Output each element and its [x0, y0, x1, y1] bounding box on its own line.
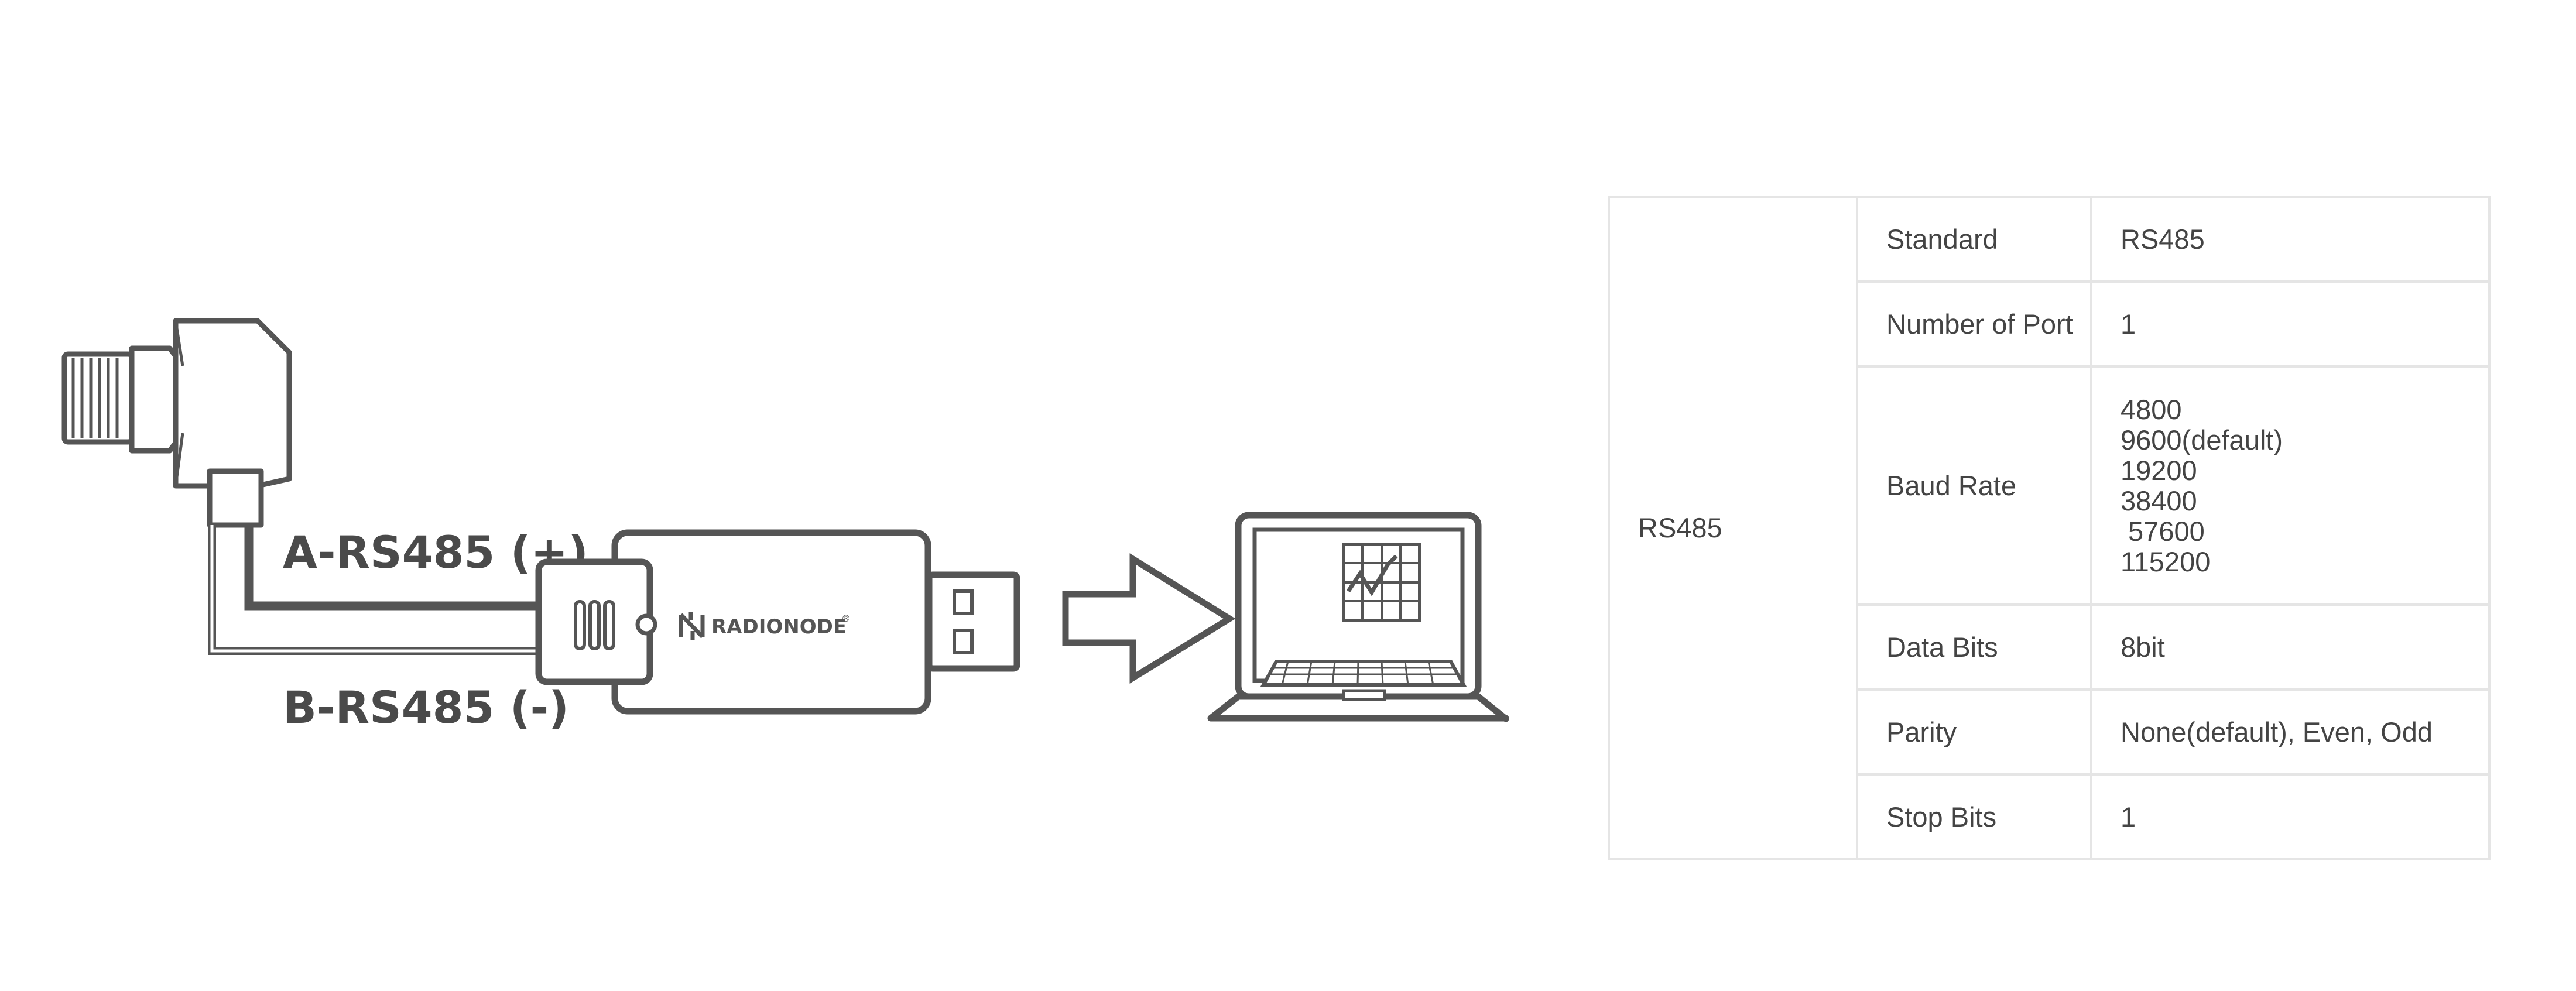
wire-b-label: B-RS485 (-) — [283, 681, 569, 733]
usb-converter-icon: RADIONODE ® — [535, 529, 1020, 715]
spec-label: Stop Bits — [1856, 773, 2092, 860]
sensor-connector-icon — [61, 318, 292, 528]
group-cell: RS485 — [1608, 196, 1858, 860]
spec-label: Standard — [1856, 196, 2092, 283]
spec-value: 1 — [2090, 773, 2491, 860]
baud-rate-option: 9600(default) — [2121, 424, 2283, 455]
spec-label: Baud Rate — [1856, 365, 2092, 606]
wire-a — [244, 525, 547, 611]
rs485-spec-table: RS485 Standard RS485 Number of Port 1 Ba… — [1608, 196, 2491, 860]
baud-rate-option: 38400 — [2121, 485, 2197, 516]
table-row: Stop Bits 1 — [1609, 773, 2491, 860]
baud-rate-option: 57600 — [2121, 515, 2205, 547]
spec-value: 8bit — [2090, 603, 2491, 691]
table-row: Data Bits 8bit — [1609, 603, 2491, 691]
table-row: Parity None(default), Even, Odd — [1609, 688, 2491, 776]
baud-rate-option: 4800 — [2121, 393, 2182, 425]
usb-brand: RADIONODE — [711, 615, 847, 639]
spec-value: 1 — [2090, 280, 2491, 368]
wire-b — [208, 525, 547, 655]
connection-diagram: A-RS485 (+) B-RS485 (-) RADIONODE ® — [61, 318, 1509, 733]
spec-label: Number of Port — [1856, 280, 2092, 368]
spec-value: RS485 — [2090, 196, 2491, 283]
arrow-right-icon — [1062, 553, 1236, 684]
spec-value: 4800 9600(default) 19200 38400 57600 115… — [2090, 365, 2491, 606]
table-row: RS485 Standard RS485 — [1608, 196, 2491, 860]
spec-label: Parity — [1856, 688, 2092, 776]
table-row: Baud Rate 4800 9600(default) 19200 38400… — [1609, 365, 2491, 606]
spec-value: None(default), Even, Odd — [2090, 688, 2491, 776]
baud-rate-option: 115200 — [2121, 546, 2211, 577]
spec-label: Data Bits — [1856, 603, 2092, 691]
laptop-icon — [1207, 512, 1509, 722]
table-row: Number of Port 1 — [1609, 280, 2491, 368]
usb-brand-mark: ® — [841, 613, 851, 624]
baud-rate-option: 19200 — [2121, 454, 2197, 486]
